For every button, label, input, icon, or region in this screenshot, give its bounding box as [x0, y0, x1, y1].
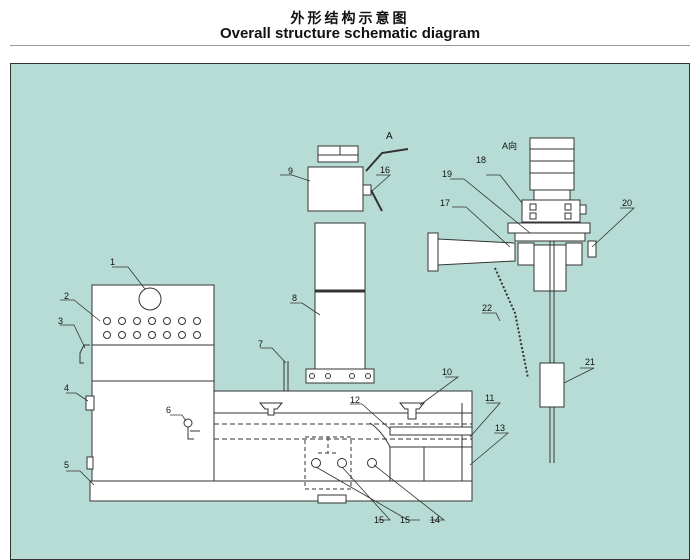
part-label-18: 18 [476, 155, 486, 165]
part-label-22: 22 [482, 303, 492, 313]
bearing-left [517, 242, 535, 266]
gauge-circle [138, 287, 162, 311]
knob-left [311, 458, 321, 468]
head-lever-block [362, 184, 372, 196]
part-label-20: 20 [622, 198, 632, 208]
part-label-8: 8 [292, 293, 297, 303]
star-knob-right [398, 402, 426, 420]
view-direction-label: A向 [502, 140, 517, 151]
part-label-7: 7 [258, 339, 263, 349]
head-top [317, 145, 359, 163]
diagram-title-chinese: 外形结构示意图 [290, 10, 410, 26]
view-arrow-label: A [386, 131, 393, 142]
column [314, 222, 366, 372]
head-box [307, 166, 364, 212]
base-foot [317, 494, 347, 504]
part-label-10: 10 [442, 367, 452, 377]
star-knob-left [258, 402, 284, 416]
part-label-1: 1 [110, 257, 115, 267]
part-label-4: 4 [64, 383, 69, 393]
bearing-right [565, 242, 583, 266]
pointer-arm [365, 148, 409, 172]
part-label-6: 6 [166, 405, 171, 415]
part-label-15a: 15 [374, 515, 384, 525]
base-plate [89, 480, 473, 502]
diagram-title-english: Overall structure schematic diagram [219, 25, 481, 42]
inner-curve [369, 422, 391, 448]
part-label-9: 9 [288, 166, 293, 176]
part-label-14: 14 [430, 515, 440, 525]
part-label-13: 13 [495, 423, 505, 433]
mount-plate [507, 222, 591, 234]
part-label-16: 16 [380, 165, 390, 175]
structure-schematic: 1 2 3 4 5 6 7 8 9 10 11 12 13 14 15 15 1… [10, 63, 690, 560]
vent-grid [103, 317, 201, 339]
motor-neck [533, 189, 571, 201]
side-bolt [587, 240, 597, 258]
knob-mid [337, 458, 347, 468]
part-label-3: 3 [58, 316, 63, 326]
part-label-12: 12 [350, 395, 360, 405]
hinge-lower [86, 456, 94, 470]
pipe-flange [427, 232, 439, 272]
head-lever [370, 189, 383, 212]
header-divider [10, 45, 690, 46]
part-label-21: 21 [585, 357, 595, 367]
machine-drawing [79, 137, 597, 504]
column-flange [305, 368, 375, 384]
motor [529, 137, 575, 191]
part-label-17: 17 [440, 198, 450, 208]
pipe-arm [437, 238, 516, 266]
part-label-11: 11 [485, 393, 494, 403]
hose [494, 267, 529, 379]
part-label-2: 2 [64, 291, 69, 301]
side-handle [79, 344, 90, 364]
hinge-upper [85, 395, 95, 411]
tool-holder [539, 362, 565, 408]
part-label-15b: 15 [400, 515, 410, 525]
part-numbers: 1 2 3 4 5 6 7 8 9 10 11 12 13 14 15 15 1… [58, 155, 632, 525]
part-label-19: 19 [442, 169, 452, 179]
clamp-rail [389, 426, 473, 436]
leader-lines [60, 174, 636, 521]
cabinet [91, 284, 215, 482]
part-label-5: 5 [64, 460, 69, 470]
